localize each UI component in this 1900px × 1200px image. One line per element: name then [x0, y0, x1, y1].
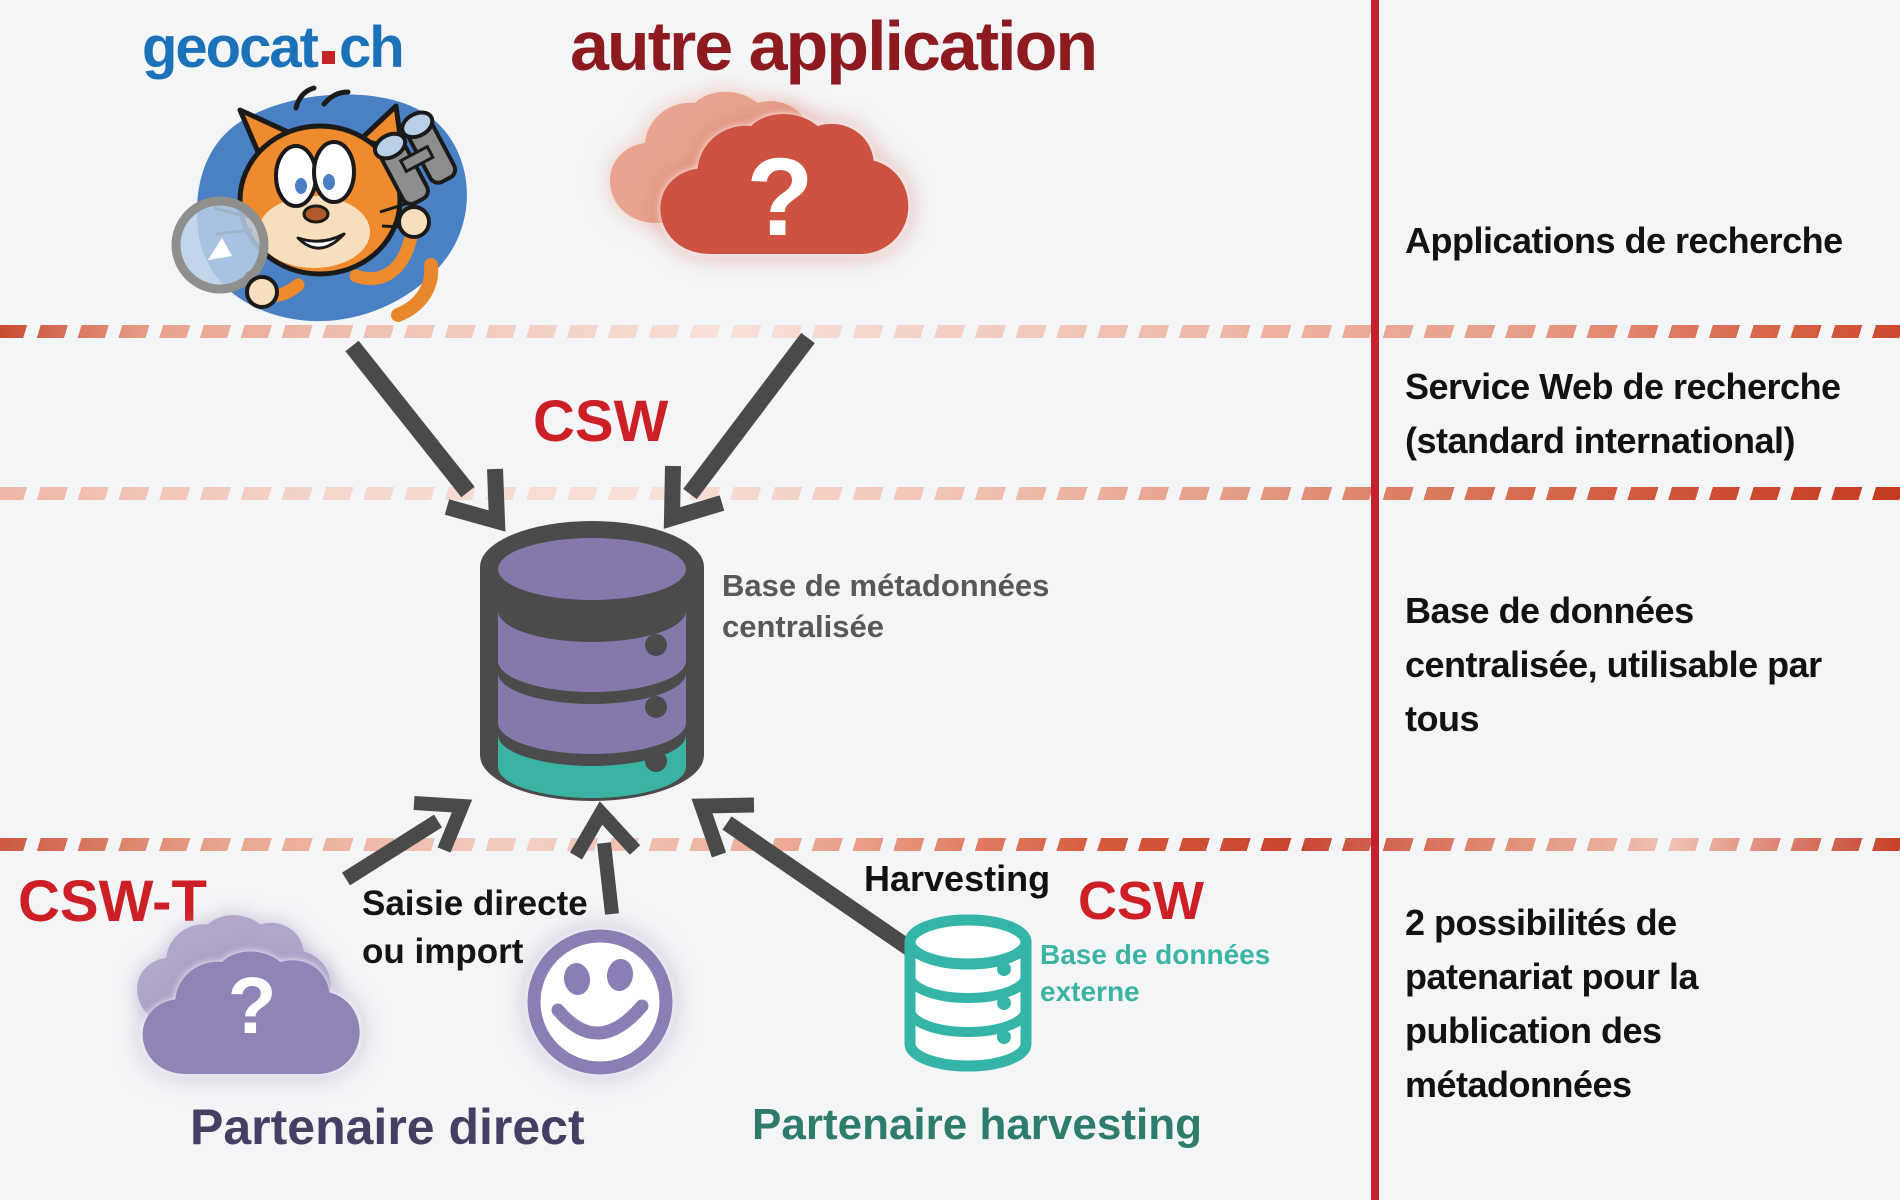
csw-t-label: CSW-T: [18, 869, 207, 934]
dashed-separator-top: [0, 325, 1900, 338]
geocat-logo-dot-icon: [321, 51, 335, 64]
central-database-label: Base de métadonnées centralisée: [722, 565, 1049, 647]
layer-caption-web-service: Service Web de recherche (standard inter…: [1405, 360, 1897, 468]
smiley-icon: [527, 929, 673, 1075]
external-database-line1: Base de données: [1040, 939, 1271, 970]
direct-entry-line2: ou import: [362, 932, 524, 971]
layer-caption-partnership: 2 possibilités de patenariat pour la pub…: [1405, 896, 1897, 1112]
geocat-logo-name: geocat: [142, 15, 319, 80]
caption-line: publication des: [1405, 1010, 1662, 1051]
csw-bottom-label: CSW: [1078, 871, 1204, 931]
caption-line: Applications de recherche: [1405, 220, 1843, 261]
external-database-line2: externe: [1040, 976, 1140, 1007]
purple-cloud-icon: [142, 951, 360, 1074]
caption-line: métadonnées: [1405, 1064, 1632, 1105]
red-cloud-question-mark: ?: [746, 136, 814, 259]
caption-line: Base de données: [1405, 590, 1694, 631]
geocat-logo-tld: ch: [338, 15, 405, 80]
direct-entry-line1: Saisie directe: [362, 884, 588, 923]
partner-direct-label: Partenaire direct: [190, 1099, 585, 1155]
caption-line: Service Web de recherche: [1405, 366, 1841, 407]
caption-line: (standard international): [1405, 420, 1796, 461]
external-database-icon: [904, 914, 1032, 1072]
external-database-label: Base de données externe: [1040, 936, 1270, 1010]
dashed-separator-middle: [0, 487, 1900, 500]
purple-cloud-question-mark: ?: [227, 961, 277, 1050]
caption-line: 2 possibilités de: [1405, 902, 1677, 943]
caption-line: tous: [1405, 698, 1480, 739]
harvesting-label: Harvesting: [864, 858, 1051, 899]
central-database-icon: [480, 521, 704, 801]
geocat-logo: geocat ch: [142, 14, 405, 81]
caption-line: patenariat pour la: [1405, 956, 1699, 997]
other-application-title: autre application: [570, 7, 1098, 85]
red-partition-line: [1371, 0, 1379, 1200]
dashed-separator-bottom: [0, 838, 1900, 851]
direct-entry-label: Saisie directe ou import: [362, 880, 588, 976]
cat-mascot-icon: [171, 85, 467, 322]
caption-line: centralisée, utilisable par: [1405, 644, 1822, 685]
central-database-label-line2: centralisée: [722, 609, 884, 644]
layer-caption-central-db: Base de données centralisée, utilisable …: [1405, 584, 1897, 746]
partner-harvesting-label: Partenaire harvesting: [752, 1100, 1202, 1149]
red-cloud-icon: [660, 114, 909, 254]
csw-top-label: CSW: [533, 389, 669, 454]
layer-caption-applications: Applications de recherche: [1405, 214, 1897, 268]
central-database-label-line1: Base de métadonnées: [722, 568, 1050, 603]
